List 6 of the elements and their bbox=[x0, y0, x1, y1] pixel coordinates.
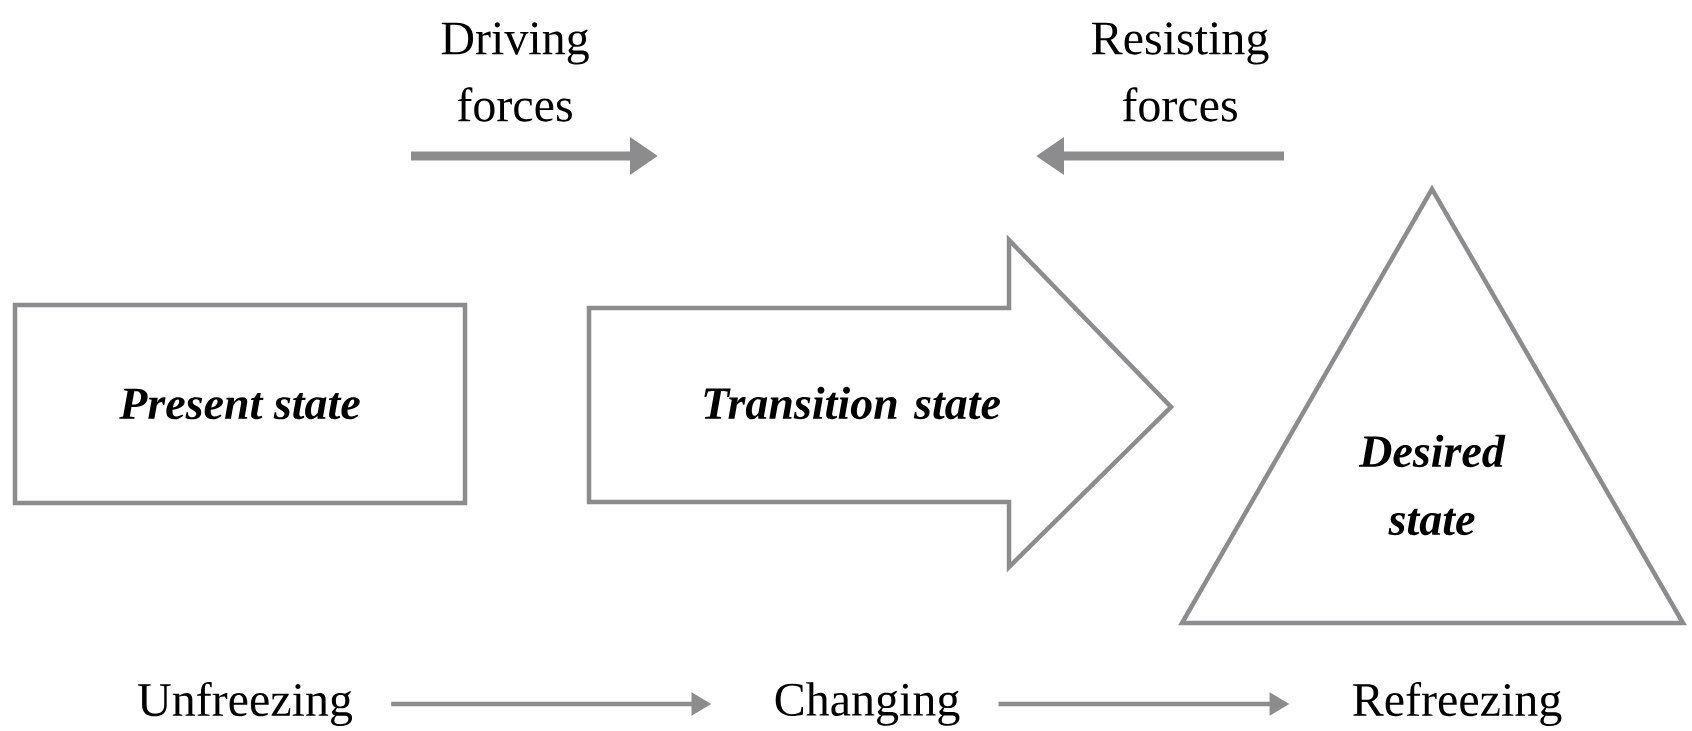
force-label: Resisting forces bbox=[1092, 22, 1269, 122]
force-label: Driving forces bbox=[441, 22, 589, 122]
stage-label: Changing bbox=[775, 682, 960, 726]
stage-label: Unfreezing bbox=[138, 681, 353, 727]
stage-label: Refreezing bbox=[1353, 681, 1562, 727]
state-box: Present state bbox=[12, 302, 468, 506]
